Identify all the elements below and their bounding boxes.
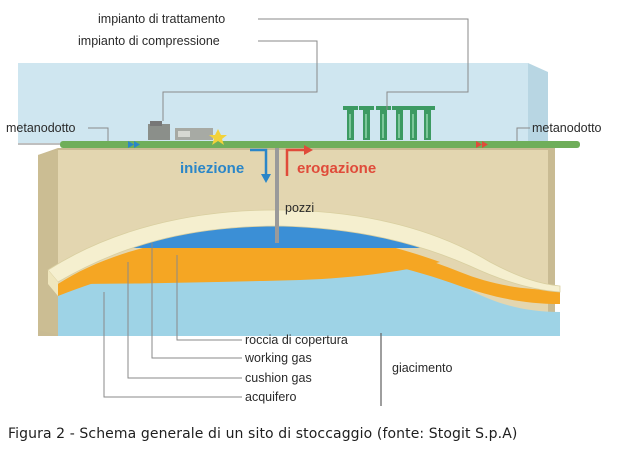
injection-flow-arrows	[128, 141, 140, 148]
ground-left-face	[38, 150, 58, 335]
cap-rock-left-edge	[48, 270, 58, 296]
label-treatment-plant: impianto di trattamento	[98, 12, 225, 26]
label-cap-rock: roccia di copertura	[245, 333, 348, 347]
delivery-arrow	[285, 148, 306, 176]
label-pipeline-left: metanodotto	[6, 121, 76, 135]
sky-panel	[18, 63, 528, 143]
label-wells: pozzi	[285, 201, 314, 215]
injection-arrow-head	[261, 174, 271, 183]
label-cushion-gas: cushion gas	[245, 371, 312, 385]
label-delivery: erogazione	[297, 160, 376, 177]
injection-arrow	[250, 148, 268, 176]
compression-plant-icon	[148, 121, 227, 145]
cap-rock-layer	[47, 209, 561, 293]
label-aquifer: acquifero	[245, 390, 296, 404]
leader-lines	[88, 18, 530, 398]
delivery-flow-arrows	[476, 141, 488, 148]
sky-right-face	[528, 63, 548, 148]
label-injection: iniezione	[180, 160, 244, 177]
treatment-plant-icon	[343, 106, 435, 140]
figure-caption: Figura 2 - Schema generale di un sito di…	[8, 426, 518, 442]
label-pipeline-right: metanodotto	[532, 121, 602, 135]
label-compression-plant: impianto di compressione	[78, 34, 220, 48]
delivery-arrow-head	[304, 145, 313, 155]
well-shaft	[275, 148, 279, 243]
label-reservoir: giacimento	[392, 361, 452, 375]
label-working-gas: working gas	[244, 351, 312, 365]
pipeline	[60, 141, 580, 148]
